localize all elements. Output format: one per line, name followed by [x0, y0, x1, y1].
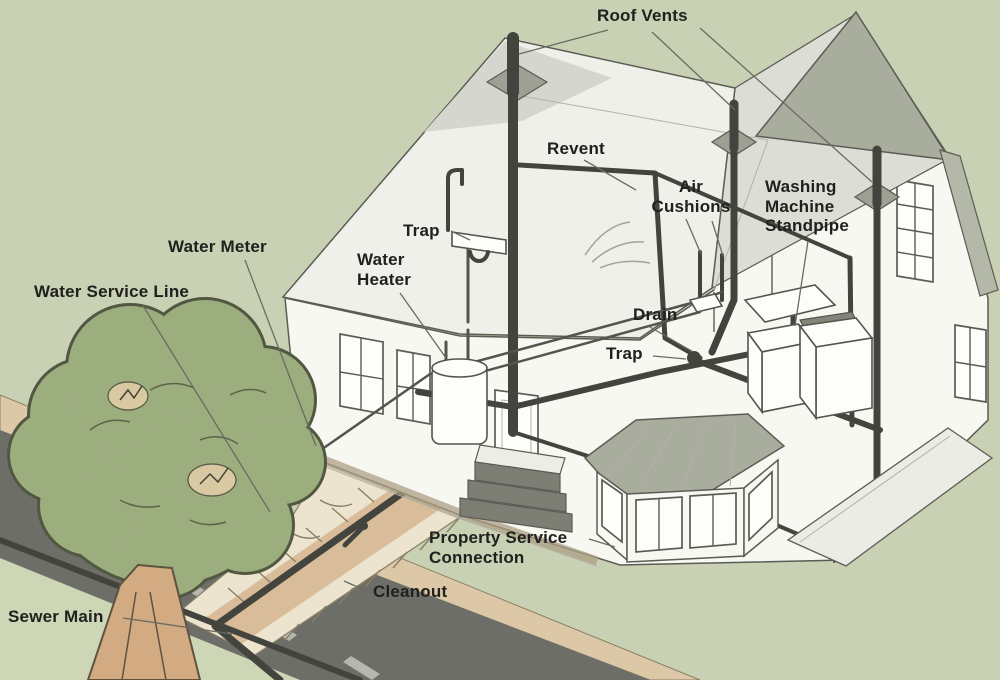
- window: [339, 332, 384, 416]
- washing-machine: [798, 311, 874, 421]
- lane-dash: [343, 656, 380, 680]
- label-trap-lower: Trap: [606, 344, 643, 363]
- vent-run-pipe: [653, 171, 852, 260]
- patio: [786, 427, 994, 567]
- sink: [688, 293, 724, 313]
- water-heater-tank: [431, 328, 488, 445]
- window: [896, 178, 934, 284]
- bay-window: [583, 413, 786, 563]
- foundation: [301, 447, 599, 566]
- cleanout-fitting: [342, 525, 365, 548]
- leader-lines: [122, 27, 873, 635]
- roof-vent-pipe-2: [710, 99, 758, 157]
- trap-lower-fitting: [687, 351, 701, 365]
- tree: [7, 297, 327, 680]
- label-roof-vents: Roof Vents: [597, 6, 688, 25]
- revent-loop-pipe: [516, 162, 703, 361]
- roof-fascia: [939, 149, 999, 297]
- gable-roof: [754, 10, 952, 161]
- label-air-cushions: Air Cushions: [651, 177, 731, 216]
- label-washing-machine-standpipe: Washing Machine Standpipe: [765, 177, 849, 236]
- window: [954, 324, 987, 403]
- tree-trunk: [86, 563, 202, 680]
- label-revent: Revent: [547, 139, 605, 158]
- canopy-gap: [187, 463, 237, 497]
- canopy-gap: [107, 381, 149, 411]
- label-sewer-main: Sewer Main: [8, 607, 104, 626]
- bath-fixtures: [688, 284, 837, 323]
- label-water-heater: Water Heater: [357, 250, 412, 289]
- porch-steps: [459, 444, 573, 533]
- tree-canopy: [7, 297, 327, 600]
- label-trap-upper: Trap: [403, 221, 440, 240]
- label-water-service-line: Water Service Line: [34, 282, 190, 301]
- label-cleanout: Cleanout: [373, 582, 448, 601]
- window: [748, 470, 773, 542]
- label-water-meter: Water Meter: [168, 237, 267, 256]
- label-drain: Drain: [633, 305, 678, 324]
- sewer-lateral-pipe: [211, 448, 464, 680]
- bathtub: [743, 284, 837, 323]
- label-property-service-connection: Property Service Connection: [429, 528, 568, 567]
- trap-upper-fitting: [468, 250, 490, 263]
- window: [601, 478, 623, 544]
- vent-stack-2: [708, 144, 738, 356]
- roof-vent-pipe-main: [485, 32, 549, 101]
- roof-vent-pipe-3: [853, 145, 901, 212]
